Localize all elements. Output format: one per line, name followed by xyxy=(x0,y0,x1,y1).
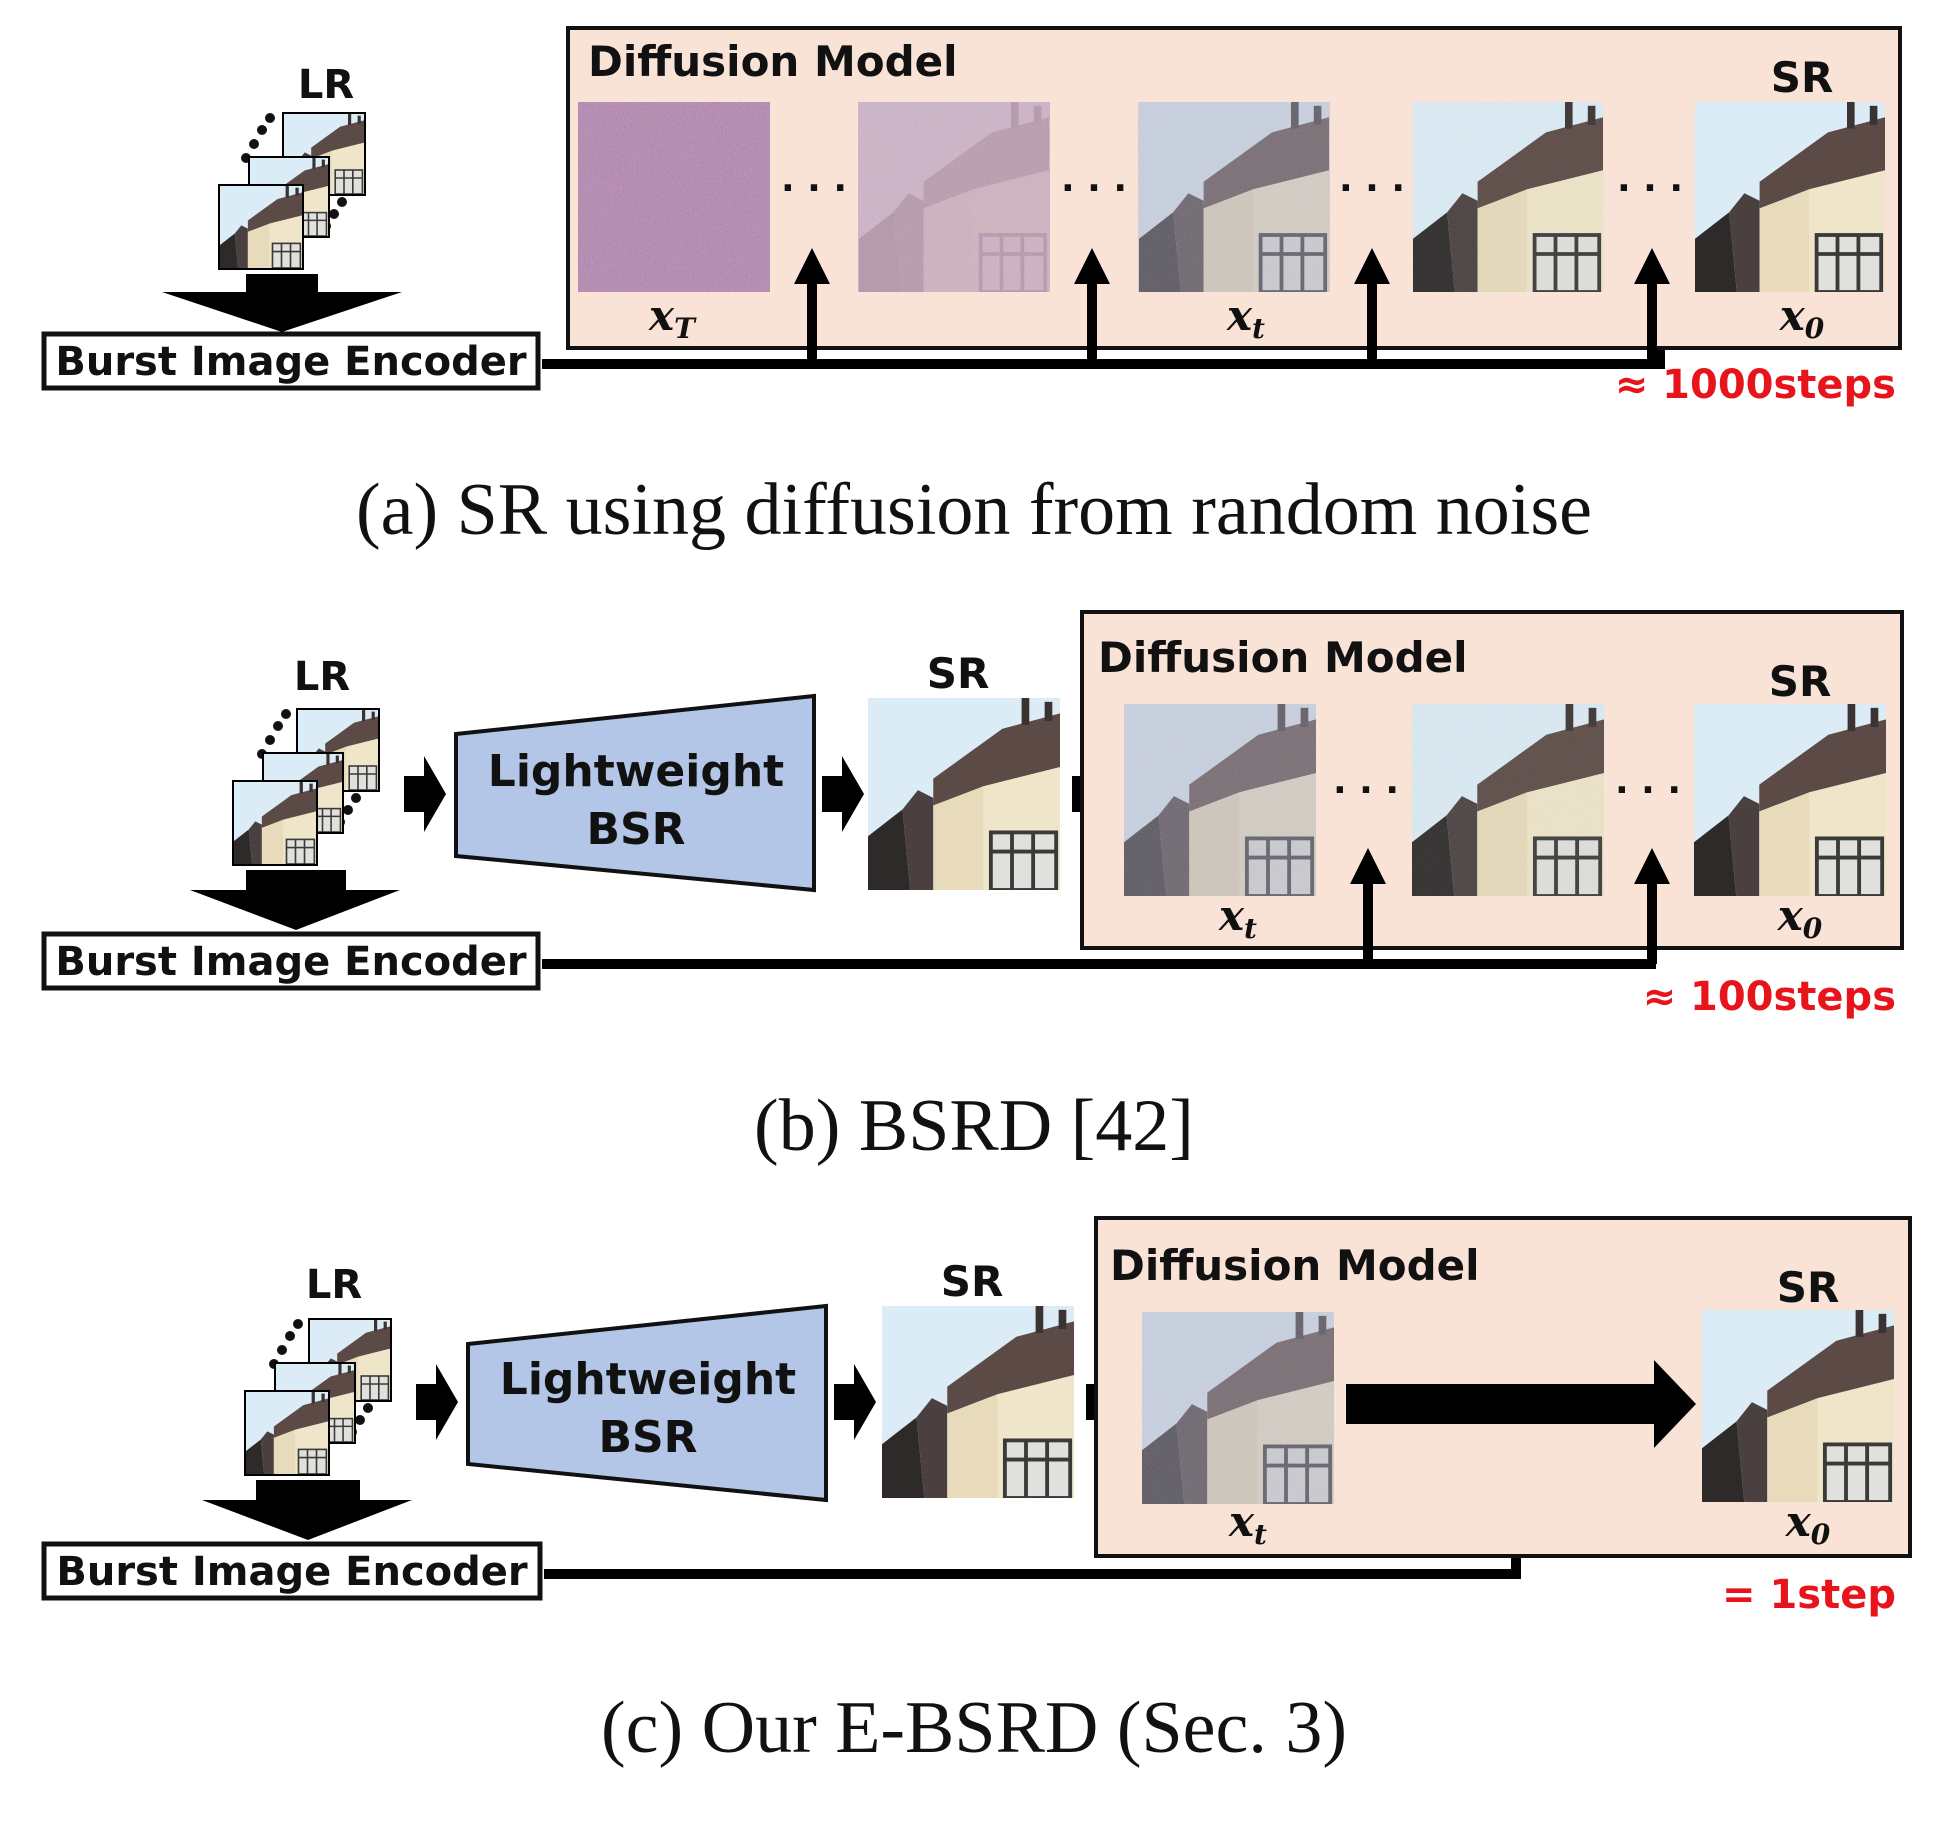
diffusion-model-box: Diffusion Model SR xyxy=(566,26,1902,350)
bsr-line2: BSR xyxy=(586,804,685,855)
condition-arrows xyxy=(794,248,1670,364)
panel-a: LR Burst Image Encoder Diffusion Model S… xyxy=(41,26,1902,551)
sr-mid-label: SR xyxy=(927,649,990,698)
diffusion-model-box: Diffusion Model SR · · · · · · xt x0 xyxy=(1080,610,1904,950)
down-arrow xyxy=(162,274,402,332)
down-arrow xyxy=(190,870,400,930)
down-arrow xyxy=(202,1480,412,1540)
x0-label: x0 xyxy=(1777,891,1823,945)
burst-encoder: Burst Image Encoder xyxy=(41,931,541,991)
ellipsis-2: · · · xyxy=(1061,168,1127,209)
lightweight-bsr-box: Lightweight BSR xyxy=(466,1303,828,1503)
ellipsis-1: · · · xyxy=(1333,770,1399,811)
lr-burst-stack: LR xyxy=(218,62,366,270)
bsr-line2: BSR xyxy=(598,1412,697,1463)
diffusion-model-label: Diffusion Model xyxy=(1098,633,1468,682)
lr-image-front xyxy=(244,1390,330,1476)
xt-label: xt xyxy=(1218,891,1257,945)
sr-label: SR xyxy=(1771,53,1834,102)
xt-label: xt xyxy=(1228,1497,1267,1551)
image-x0-sr xyxy=(1702,1310,1894,1502)
image-x0-sr xyxy=(1694,704,1886,896)
diffusion-model-label: Diffusion Model xyxy=(1110,1241,1480,1290)
arrow-to-bsr xyxy=(416,1364,458,1440)
lr-burst-stack: LR xyxy=(232,654,380,866)
sr-intermediate: SR xyxy=(882,1257,1074,1498)
image-step-4 xyxy=(1412,102,1604,292)
steps-label: ≈ 1000steps xyxy=(1615,362,1896,408)
caption: (b) BSRD [42] xyxy=(754,1085,1194,1167)
lightweight-bsr-box: Lightweight BSR xyxy=(454,693,816,893)
image-xt xyxy=(1142,1312,1334,1504)
one-step-arrow xyxy=(1346,1360,1696,1448)
ellipsis-4: · · · xyxy=(1617,168,1683,209)
sr-mid-label: SR xyxy=(941,1257,1004,1306)
xT-label: xT xyxy=(648,291,697,345)
diffusion-model-label: Diffusion Model xyxy=(588,37,958,86)
lr-label: LR xyxy=(306,1262,362,1308)
ellipsis-3: · · · xyxy=(1339,168,1405,209)
sr-label: SR xyxy=(1769,657,1832,706)
steps-label: ≈ 100steps xyxy=(1643,974,1896,1020)
burst-encoder-label: Burst Image Encoder xyxy=(56,1549,528,1595)
steps-label: = 1step xyxy=(1722,1572,1896,1618)
burst-encoder: Burst Image Encoder xyxy=(41,1541,543,1601)
xt-label: xt xyxy=(1226,291,1265,345)
image-step-2 xyxy=(1412,704,1604,896)
image-xT-noise xyxy=(578,102,770,292)
x0-label: x0 xyxy=(1779,291,1825,345)
lr-label: LR xyxy=(298,62,354,108)
image-xt xyxy=(1124,704,1316,896)
x0-label: x0 xyxy=(1785,1497,1831,1551)
image-xt xyxy=(1138,102,1330,292)
arrow-to-bsr xyxy=(404,756,446,832)
panel-b: LR Burst Image Encoder Lightweight BSR S… xyxy=(41,610,1904,1167)
arrow-to-sr xyxy=(834,1364,876,1440)
bsr-line1: Lightweight xyxy=(500,1354,796,1405)
caption: (c) Our E-BSRD (Sec. 3) xyxy=(601,1687,1347,1769)
sr-intermediate: SR xyxy=(868,649,1060,890)
lr-burst-stack: LR xyxy=(244,1262,392,1476)
ellipsis-1: · · · xyxy=(781,168,847,209)
condition-arrows xyxy=(1350,848,1670,964)
image-x0-sr xyxy=(1694,102,1886,292)
lr-label: LR xyxy=(294,654,350,700)
ellipsis-2: · · · xyxy=(1615,770,1681,811)
burst-encoder: Burst Image Encoder xyxy=(41,331,541,391)
lr-image-front xyxy=(218,184,304,270)
lr-image-front xyxy=(232,780,318,866)
arrow-to-sr xyxy=(822,756,864,832)
diffusion-model-box: Diffusion Model SR xt x0 xyxy=(1094,1216,1912,1558)
burst-encoder-label: Burst Image Encoder xyxy=(55,339,527,385)
burst-encoder-label: Burst Image Encoder xyxy=(55,939,527,985)
sr-label: SR xyxy=(1777,1263,1840,1312)
bsr-line1: Lightweight xyxy=(488,746,784,797)
panel-c: LR Burst Image Encoder Lightweight BSR S… xyxy=(41,1216,1912,1769)
caption: (a) SR using diffusion from random noise xyxy=(356,469,1592,551)
image-step-2 xyxy=(858,102,1050,292)
